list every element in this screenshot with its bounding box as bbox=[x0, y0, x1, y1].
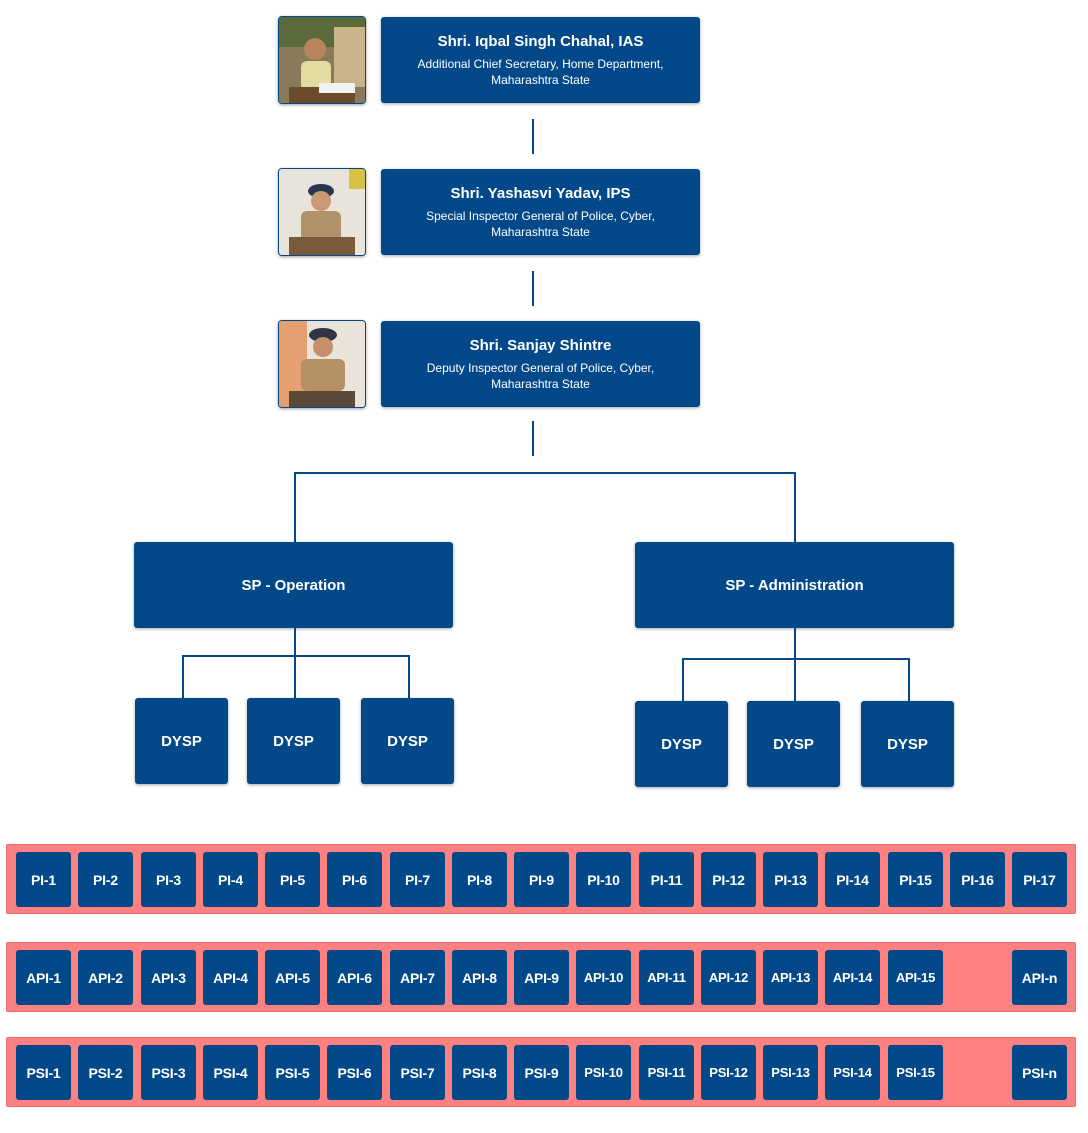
api-tile: API-11 bbox=[639, 950, 694, 1005]
pi-tile: PI-8 bbox=[452, 852, 507, 907]
api-tile: API-14 bbox=[825, 950, 880, 1005]
psi-tile: PSI-15 bbox=[888, 1045, 943, 1100]
dysp-box: DYSP bbox=[361, 698, 454, 784]
api-tile: API-13 bbox=[763, 950, 818, 1005]
psi-tile: PSI-1 bbox=[16, 1045, 71, 1100]
officer-2-photo bbox=[278, 168, 366, 256]
officer-designation: Special Inspector General of Police, Cyb… bbox=[426, 208, 655, 239]
psi-tile: PSI-n bbox=[1012, 1045, 1067, 1100]
connector-line bbox=[294, 472, 296, 543]
officer-box-2: Shri. Yashasvi Yadav, IPS Special Inspec… bbox=[381, 169, 700, 255]
pi-tile: PI-5 bbox=[265, 852, 320, 907]
pi-tile: PI-16 bbox=[950, 852, 1005, 907]
pi-tile: PI-9 bbox=[514, 852, 569, 907]
dysp-label: DYSP bbox=[887, 735, 928, 753]
connector-line bbox=[794, 658, 796, 702]
officer-3-photo bbox=[278, 320, 366, 408]
officer-box-3: Shri. Sanjay Shintre Deputy Inspector Ge… bbox=[381, 321, 700, 407]
psi-tile: PSI-9 bbox=[514, 1045, 569, 1100]
pi-tile: PI-1 bbox=[16, 852, 71, 907]
officer-designation: Additional Chief Secretary, Home Departm… bbox=[417, 56, 664, 87]
api-tile: API-2 bbox=[78, 950, 133, 1005]
dysp-label: DYSP bbox=[273, 732, 314, 750]
pi-tile: PI-12 bbox=[701, 852, 756, 907]
pi-tile: PI-17 bbox=[1012, 852, 1067, 907]
branch-line bbox=[294, 472, 796, 474]
connector-line bbox=[408, 655, 410, 699]
dysp-box: DYSP bbox=[247, 698, 340, 784]
officer-1-photo bbox=[278, 16, 366, 104]
psi-tile: PSI-2 bbox=[78, 1045, 133, 1100]
psi-tile: PSI-14 bbox=[825, 1045, 880, 1100]
api-tile: API-12 bbox=[701, 950, 756, 1005]
sp-administration-box: SP - Administration bbox=[635, 542, 954, 628]
api-tile: API-10 bbox=[576, 950, 631, 1005]
psi-tile: PSI-4 bbox=[203, 1045, 258, 1100]
pi-tile: PI-10 bbox=[576, 852, 631, 907]
api-tile: API-5 bbox=[265, 950, 320, 1005]
connector-line bbox=[294, 655, 296, 699]
pi-tile: PI-15 bbox=[888, 852, 943, 907]
pi-tile: PI-11 bbox=[639, 852, 694, 907]
api-tile: API-7 bbox=[390, 950, 445, 1005]
pi-tile: PI-4 bbox=[203, 852, 258, 907]
pi-tile: PI-6 bbox=[327, 852, 382, 907]
connector-line bbox=[294, 628, 296, 657]
api-tile: API-6 bbox=[327, 950, 382, 1005]
pi-tile: PI-3 bbox=[141, 852, 196, 907]
psi-tile: PSI-5 bbox=[265, 1045, 320, 1100]
api-tile: API-1 bbox=[16, 950, 71, 1005]
officer-name: Shri. Sanjay Shintre bbox=[469, 336, 612, 354]
dysp-label: DYSP bbox=[161, 732, 202, 750]
pi-tile: PI-7 bbox=[390, 852, 445, 907]
api-tile: API-4 bbox=[203, 950, 258, 1005]
psi-tile: PSI-13 bbox=[763, 1045, 818, 1100]
sp-operation-box: SP - Operation bbox=[134, 542, 453, 628]
dysp-box: DYSP bbox=[135, 698, 228, 784]
psi-tile: PSI-7 bbox=[390, 1045, 445, 1100]
psi-tile: PSI-11 bbox=[639, 1045, 694, 1100]
dysp-box: DYSP bbox=[635, 701, 728, 787]
officer-name: Shri. Iqbal Singh Chahal, IAS bbox=[437, 32, 644, 50]
connector-line bbox=[532, 271, 534, 306]
connector-line bbox=[908, 658, 910, 702]
branch-line bbox=[682, 658, 910, 660]
dysp-box: DYSP bbox=[861, 701, 954, 787]
connector-line bbox=[182, 655, 184, 699]
pi-tile: PI-2 bbox=[78, 852, 133, 907]
psi-tile: PSI-8 bbox=[452, 1045, 507, 1100]
psi-tile: PSI-3 bbox=[141, 1045, 196, 1100]
api-tile: API-9 bbox=[514, 950, 569, 1005]
psi-tile: PSI-10 bbox=[576, 1045, 631, 1100]
api-tile: API-n bbox=[1012, 950, 1067, 1005]
psi-tile: PSI-12 bbox=[701, 1045, 756, 1100]
pi-tile: PI-13 bbox=[763, 852, 818, 907]
api-tile: API-3 bbox=[141, 950, 196, 1005]
psi-tile: PSI-6 bbox=[327, 1045, 382, 1100]
officer-name: Shri. Yashasvi Yadav, IPS bbox=[450, 184, 631, 202]
connector-line bbox=[794, 472, 796, 543]
connector-line bbox=[682, 658, 684, 702]
sp-label: SP - Administration bbox=[725, 576, 864, 594]
api-tile: API-8 bbox=[452, 950, 507, 1005]
connector-line bbox=[532, 119, 534, 154]
branch-line bbox=[182, 655, 410, 657]
officer-box-1: Shri. Iqbal Singh Chahal, IAS Additional… bbox=[381, 17, 700, 103]
api-tile: API-15 bbox=[888, 950, 943, 1005]
connector-line bbox=[532, 421, 534, 456]
dysp-box: DYSP bbox=[747, 701, 840, 787]
dysp-label: DYSP bbox=[773, 735, 814, 753]
sp-label: SP - Operation bbox=[241, 576, 346, 594]
pi-tile: PI-14 bbox=[825, 852, 880, 907]
dysp-label: DYSP bbox=[387, 732, 428, 750]
officer-designation: Deputy Inspector General of Police, Cybe… bbox=[426, 360, 655, 391]
connector-line bbox=[794, 628, 796, 659]
dysp-label: DYSP bbox=[661, 735, 702, 753]
